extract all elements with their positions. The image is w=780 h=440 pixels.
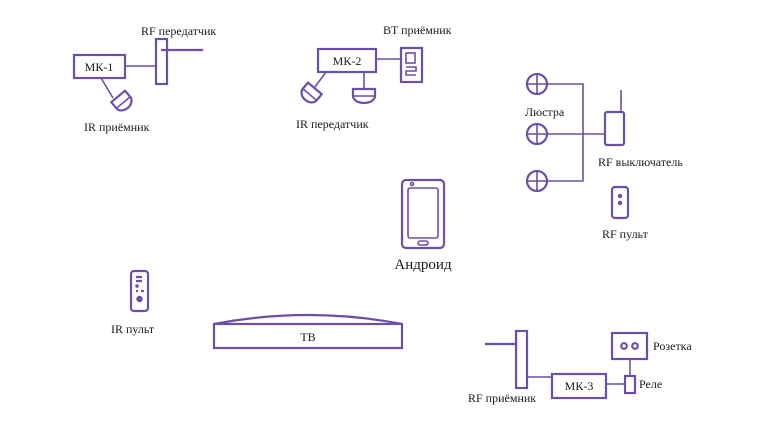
- smartphone-icon: [400, 178, 446, 250]
- mk1-controller-label: МК-1: [85, 60, 114, 74]
- relay-icon: [623, 374, 637, 395]
- ir-emitter-icon: [351, 87, 377, 105]
- rf-remote-label: RF пульт: [602, 227, 649, 241]
- lamp-icon: [525, 122, 549, 146]
- tv-icon: [212, 313, 404, 350]
- ir-sensor-icon: [109, 89, 133, 112]
- mk2-bt-receiver-label: BT приёмник: [383, 23, 452, 37]
- mk3-group: МК-3 Розетка Реле RF приёмник: [468, 329, 692, 405]
- mk1-group: МК-1 RF передатчик IR приёмник: [72, 24, 216, 134]
- rf-receiver-label: RF приёмник: [468, 391, 536, 405]
- rf-switch-label: RF выключатель: [598, 155, 683, 169]
- mk1-ir-receiver-label: IR приёмник: [84, 120, 150, 134]
- mk3-controller-box: [550, 372, 608, 400]
- mk3-controller-label: МК-3: [565, 379, 594, 393]
- rf-receiver-icon: [514, 329, 529, 390]
- chandelier-bus: [547, 83, 584, 182]
- mk2-controller-box: [316, 47, 378, 74]
- chandelier-label: Люстра: [525, 105, 565, 119]
- socket-icon: [610, 331, 649, 361]
- android-label: Андроид: [394, 257, 452, 273]
- mk1-rf-transmitter-label: RF передатчик: [141, 24, 216, 38]
- relay-label: Реле: [639, 377, 662, 391]
- mk2-group: МК-2 BT приёмник IR передатчик: [296, 23, 452, 131]
- mk2-ir-link: [314, 71, 327, 88]
- remote-icon: [129, 269, 150, 313]
- ir-remote-label: IR пульт: [111, 322, 155, 336]
- mk1-rf-transmitter: [154, 37, 169, 86]
- tv-group: IR пульт ТВ: [111, 269, 404, 350]
- lighting-group: Люстра RF выключатель RF пульт: [525, 72, 683, 241]
- socket-label: Розетка: [653, 339, 692, 353]
- ir-sensor-icon: [300, 81, 324, 104]
- mk2-controller-label: МК-2: [333, 54, 362, 68]
- android-group: Андроид: [394, 178, 452, 273]
- bluetooth-module-icon: [399, 46, 424, 84]
- lamp-icon: [525, 72, 549, 96]
- mk2-ir-transmitter-label: IR передатчик: [296, 117, 369, 131]
- remote-icon: [610, 185, 630, 220]
- mk1-ir-link: [100, 77, 114, 99]
- tv-label: ТВ: [300, 330, 315, 344]
- lamp-icon: [525, 169, 549, 193]
- mk1-controller-box: [72, 53, 127, 80]
- rf-switch-icon: [603, 110, 626, 147]
